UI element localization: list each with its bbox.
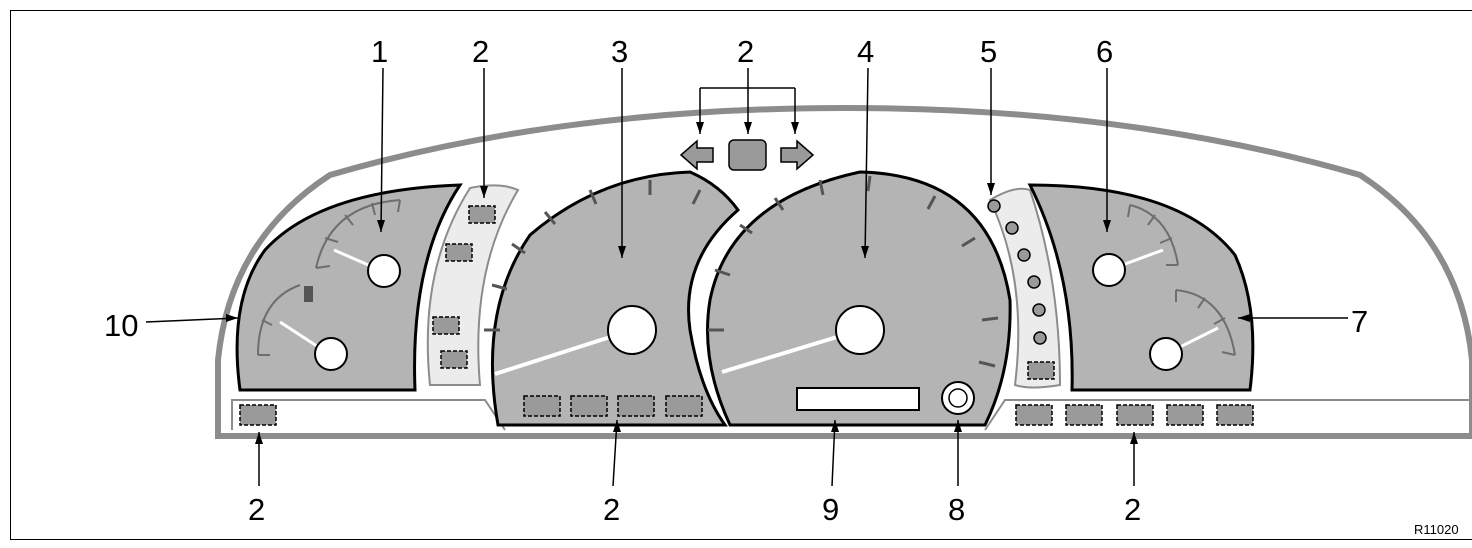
bottom-right-warning-lights bbox=[1015, 404, 1254, 426]
gauge-7-ticks bbox=[1175, 290, 1236, 356]
gauge-6-ticks bbox=[1127, 204, 1178, 266]
right-gauge-pod bbox=[1027, 183, 1255, 392]
trip-reset-knob-inner bbox=[948, 388, 968, 408]
callout-4: 4 bbox=[857, 34, 874, 69]
tachometer-pod bbox=[490, 170, 741, 427]
odometer-display bbox=[796, 387, 920, 411]
callout-6: 6 bbox=[1096, 34, 1113, 69]
right-strip-indicator-lights bbox=[987, 199, 1047, 345]
callout-1: 1 bbox=[371, 34, 388, 69]
gauge-10-ticks bbox=[258, 319, 273, 356]
leader-lines bbox=[145, 67, 1348, 487]
cluster-housing bbox=[215, 104, 1472, 439]
left-indicator-strip bbox=[426, 184, 520, 386]
callout-2-left-strip: 2 bbox=[472, 34, 489, 69]
left-gauge-pod bbox=[235, 183, 463, 392]
gauge-7-hub bbox=[1149, 337, 1183, 371]
callout-3: 3 bbox=[611, 34, 628, 69]
tachometer-ticks bbox=[484, 180, 702, 332]
tachometer-hub bbox=[607, 305, 657, 355]
right-turn-arrow-icon bbox=[780, 139, 815, 171]
left-strip-warning-lights bbox=[432, 205, 496, 369]
gauge-6-hub bbox=[1092, 253, 1126, 287]
figure-code: R11020 bbox=[1414, 522, 1459, 537]
gauge-1-hub bbox=[367, 254, 401, 288]
callout-9: 9 bbox=[822, 492, 839, 527]
figure-border bbox=[10, 10, 1472, 540]
callout-2-bottom-left: 2 bbox=[248, 492, 265, 527]
gauge-1-ticks bbox=[315, 199, 401, 269]
right-strip-warning-light bbox=[1027, 361, 1055, 380]
callout-2-bottom-mid: 2 bbox=[603, 492, 620, 527]
callout-2-bottom-right: 2 bbox=[1124, 492, 1141, 527]
callout-5: 5 bbox=[980, 34, 997, 69]
gauge-10-hub bbox=[314, 337, 348, 371]
tachometer-warning-lights bbox=[523, 395, 703, 417]
speedometer-ticks bbox=[708, 175, 999, 368]
callout-10: 10 bbox=[104, 308, 138, 343]
speedometer-hub bbox=[835, 305, 885, 355]
left-turn-arrow-icon bbox=[679, 139, 714, 171]
callout-7: 7 bbox=[1351, 304, 1368, 339]
callout-2-top-center: 2 bbox=[737, 34, 754, 69]
leader-arrowheads bbox=[226, 122, 1250, 444]
bottom-left-warning-light bbox=[239, 404, 277, 426]
center-indicator-light bbox=[728, 139, 767, 171]
gauge-10-redzone bbox=[304, 286, 313, 302]
callout-8: 8 bbox=[948, 492, 965, 527]
speedometer-pod bbox=[706, 170, 1012, 427]
